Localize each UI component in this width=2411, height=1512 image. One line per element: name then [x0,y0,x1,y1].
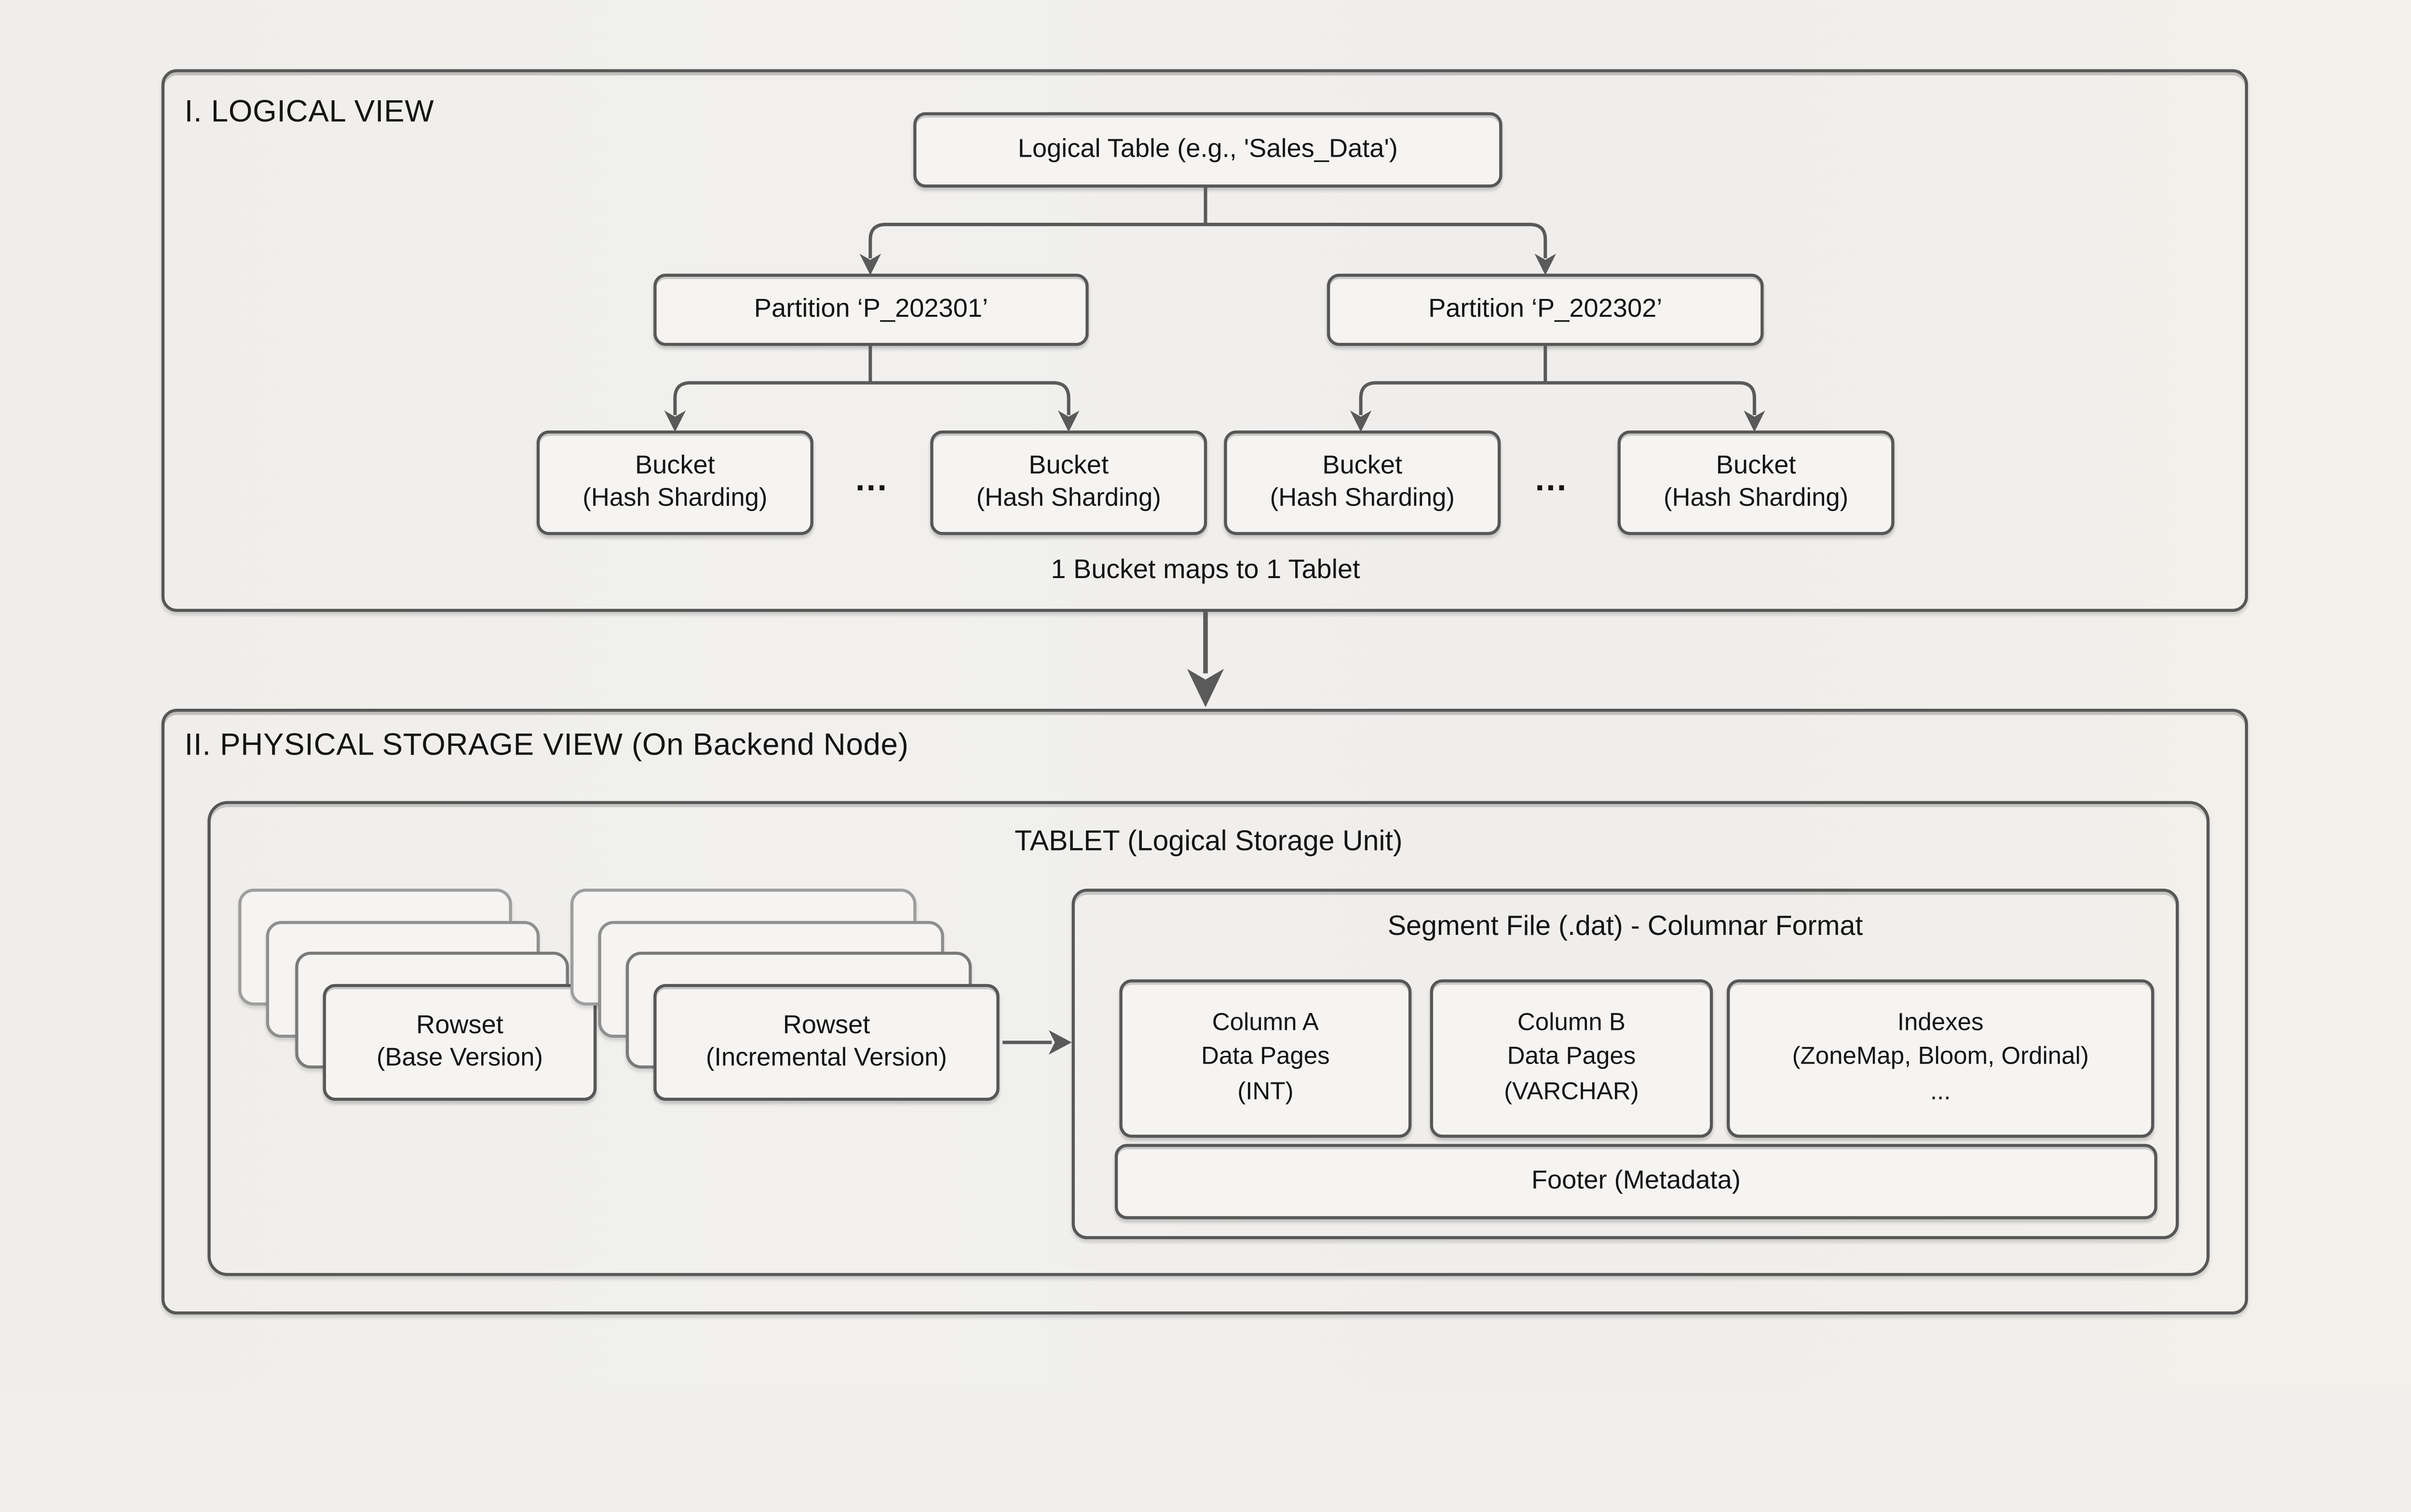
bucket-label-line1: Bucket [1322,450,1403,480]
column-label-line2: Data Pages [1507,1044,1636,1071]
logical-table-label: Logical Table (e.g., 'Sales_Data') [1017,134,1398,163]
bucket-node: Bucket (Hash Sharding) [1224,430,1501,535]
bucket-tablet-caption: 1 Bucket maps to 1 Tablet [1051,553,1360,584]
rowset-label-line1: Rowset [783,1010,870,1040]
partition-label: Partition ‘P_202301’ [754,294,989,324]
rowset-label-line2: (Incremental Version) [705,1044,947,1072]
rowset-label-line2: (Base Version) [376,1044,543,1072]
physical-storage-section [161,709,2248,1315]
bucket-node: Bucket (Hash Sharding) [1617,430,1895,535]
bucket-label-line2: (Hash Sharding) [1664,485,1849,513]
column-label-line3: (VARCHAR) [1504,1079,1639,1105]
ellipsis-buckets-right: ... [1535,459,1568,499]
column-label-line1: Indexes [1897,1011,1984,1037]
bucket-node: Bucket (Hash Sharding) [930,430,1207,535]
bucket-label-line1: Bucket [1716,450,1796,480]
partition-node-p202302: Partition ‘P_202302’ [1327,273,1764,346]
column-b-node: Column B Data Pages (VARCHAR) [1430,979,1713,1138]
indexes-node: Indexes (ZoneMap, Bloom, Ordinal) ... [1726,979,2154,1138]
footer-metadata-node: Footer (Metadata) [1114,1144,2157,1219]
tablet-title: TABLET (Logical Storage Unit) [1015,824,1403,857]
segment-file-title: Segment File (.dat) - Columnar Format [1387,910,1863,941]
rowset-base-node: Rowset (Base Version) [323,984,597,1101]
footer-label: Footer (Metadata) [1531,1165,1741,1195]
column-label-line3: ... [1930,1079,1951,1105]
column-label-line1: Column A [1212,1011,1319,1037]
column-label-line2: Data Pages [1201,1044,1330,1071]
bucket-label-line1: Bucket [1029,450,1109,480]
storage-architecture-diagram: I. LOGICAL VIEW Logical Table (e.g., 'Sa… [0,0,2411,1390]
rowset-incremental-node: Rowset (Incremental Version) [653,984,1000,1101]
ellipsis-buckets-left: ... [855,459,889,499]
tablet-container [207,801,2210,1276]
bucket-node: Bucket (Hash Sharding) [536,430,813,535]
column-label-line1: Column B [1517,1011,1625,1037]
segment-file-container [1071,889,2179,1240]
column-a-node: Column A Data Pages (INT) [1119,979,1412,1138]
bucket-label-line1: Bucket [635,450,715,480]
rowset-label-line1: Rowset [416,1010,503,1040]
bucket-label-line2: (Hash Sharding) [976,485,1161,513]
bucket-label-line2: (Hash Sharding) [582,485,768,513]
physical-storage-title: II. PHYSICAL STORAGE VIEW (On Backend No… [184,729,909,763]
partition-node-p202301: Partition ‘P_202301’ [653,273,1089,346]
column-label-line2: (ZoneMap, Bloom, Ordinal) [1792,1044,2089,1071]
logical-view-section [161,69,2248,612]
partition-label: Partition ‘P_202302’ [1428,294,1663,324]
arrowhead-physical-section [1187,669,1224,707]
logical-table-node: Logical Table (e.g., 'Sales_Data') [913,112,1503,188]
logical-view-title: I. LOGICAL VIEW [184,95,434,129]
bucket-label-line2: (Hash Sharding) [1270,485,1455,513]
column-label-line3: (INT) [1237,1079,1294,1105]
